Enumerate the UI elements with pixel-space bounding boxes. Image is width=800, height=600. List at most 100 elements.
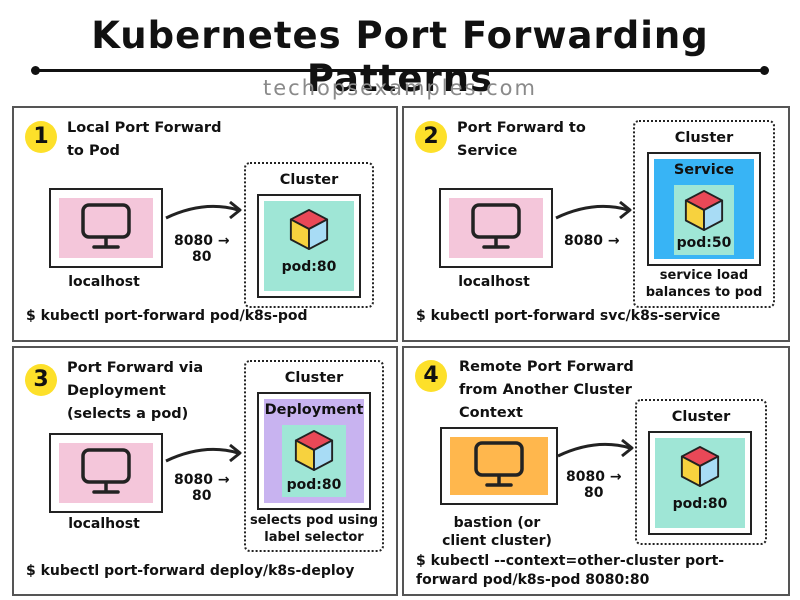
cluster-label: Cluster <box>674 130 734 146</box>
cluster-box: Cluster Deployment pod:80 selects pod us… <box>244 360 384 552</box>
arrow-icon <box>165 443 242 463</box>
cluster-box: Cluster pod:80 <box>635 399 767 545</box>
deployment-note: selects pod using label selector <box>246 512 382 546</box>
cluster-label: Cluster <box>284 370 344 386</box>
localhost-monitor <box>439 188 553 268</box>
kubectl-command: $ kubectl --context=other-cluster port- … <box>416 552 724 590</box>
panel-title-line: Remote Port Forward <box>459 359 634 375</box>
cluster-label: Cluster <box>279 172 339 188</box>
title-divider <box>36 69 764 72</box>
panel-title-line: Context <box>459 405 523 421</box>
port-line: 8080 → <box>174 233 230 249</box>
panel-title-line: Port Forward via <box>67 360 204 376</box>
arrow-icon <box>557 438 634 458</box>
source-label-line: client cluster) <box>442 533 552 549</box>
service-box: Service pod:50 <box>647 152 761 266</box>
cube-icon <box>684 189 724 231</box>
step-badge: 1 <box>25 121 57 153</box>
panel-title-line: (selects a pod) <box>67 406 189 422</box>
port-line: 8080 → <box>564 233 620 249</box>
pod-area: pod:80 <box>282 425 346 497</box>
panel-remote-port-forward: 4 Remote Port Forward from Another Clust… <box>402 346 790 596</box>
source-label: localhost <box>68 274 140 290</box>
port-mapping: 8080 → <box>564 233 620 249</box>
port-mapping: 8080 → 80 <box>174 233 230 265</box>
pod-area: pod:50 <box>674 185 734 255</box>
monitor-screen <box>450 437 548 495</box>
arrow-icon <box>165 200 242 220</box>
panel-local-port-forward-to-pod: 1 Local Port Forward to Pod localhost 80… <box>12 106 398 342</box>
service-note: service load balances to pod <box>635 267 773 301</box>
arrow-icon <box>555 200 632 220</box>
panel-title-line: Service <box>457 143 518 159</box>
source-label-line: bastion (or <box>453 515 541 531</box>
monitor-icon <box>471 203 521 249</box>
cluster-box: Cluster Service pod:50 service load bala… <box>633 120 775 308</box>
localhost-monitor <box>49 433 163 513</box>
cluster-label: Cluster <box>671 409 731 425</box>
monitor-screen <box>449 198 543 258</box>
pod-label: pod:80 <box>286 477 342 493</box>
monitor-icon <box>474 441 524 487</box>
bastion-monitor <box>440 427 558 505</box>
panel-title: Port Forward via Deployment (selects a p… <box>67 357 203 426</box>
monitor-screen <box>59 443 153 503</box>
monitor-icon <box>81 203 131 249</box>
pod-label: pod:80 <box>281 259 337 275</box>
note-line: balances to pod <box>645 285 763 300</box>
panel-port-forward-to-service: 2 Port Forward to Service localhost 8080… <box>402 106 790 342</box>
panel-title-line: Local Port Forward <box>67 120 222 136</box>
command-line: forward pod/k8s-pod 8080:80 <box>416 572 650 588</box>
cube-icon <box>289 208 329 250</box>
page-title: Kubernetes Port Forwarding Patterns <box>91 14 709 100</box>
kubectl-command: $ kubectl port-forward deploy/k8s-deploy <box>26 563 355 579</box>
deployment-label: Deployment <box>264 402 364 418</box>
deployment-box: Deployment pod:80 <box>257 392 371 510</box>
monitor-icon <box>81 448 131 494</box>
divider-dot-left <box>31 66 40 75</box>
port-line: 8080 → <box>566 469 622 485</box>
step-badge: 3 <box>25 364 57 396</box>
pod-label: pod:80 <box>672 496 728 512</box>
panel-title: Local Port Forward to Pod <box>67 117 221 163</box>
pod-box: pod:80 <box>648 431 752 535</box>
page-subtitle: techopsexamples.com <box>263 76 537 100</box>
panel-port-forward-via-deployment: 3 Port Forward via Deployment (selects a… <box>12 346 398 596</box>
source-label: localhost <box>458 274 530 290</box>
kubectl-command: $ kubectl port-forward svc/k8s-service <box>416 308 721 324</box>
pod-area: pod:80 <box>655 438 745 528</box>
panel-title: Remote Port Forward from Another Cluster… <box>459 356 634 425</box>
divider-dot-right <box>760 66 769 75</box>
port-mapping: 8080 → 80 <box>174 472 230 504</box>
cluster-box: Cluster pod:80 <box>244 162 374 308</box>
localhost-monitor <box>49 188 163 268</box>
command-line: $ kubectl --context=other-cluster port- <box>416 553 725 569</box>
panel-title-line: to Pod <box>67 143 120 159</box>
port-line: 80 <box>584 485 604 501</box>
panel-title-line: Port Forward to <box>457 120 586 136</box>
panel-title: Port Forward to Service <box>457 117 586 163</box>
panel-title-line: Deployment <box>67 383 166 399</box>
step-badge: 4 <box>415 360 447 392</box>
kubectl-command: $ kubectl port-forward pod/k8s-pod <box>26 308 308 324</box>
port-line: 80 <box>192 249 212 265</box>
step-badge: 2 <box>415 121 447 153</box>
panel-title-line: from Another Cluster <box>459 382 632 398</box>
pod-box: pod:80 <box>257 194 361 298</box>
note-line: label selector <box>264 530 364 545</box>
port-line: 80 <box>192 488 212 504</box>
note-line: selects pod using <box>249 513 379 528</box>
source-label: bastion (or client cluster) <box>434 514 560 550</box>
service-area: Service pod:50 <box>654 159 754 259</box>
note-line: service load <box>659 268 749 283</box>
source-label: localhost <box>68 516 140 532</box>
monitor-screen <box>59 198 153 258</box>
cube-icon <box>294 429 334 471</box>
port-line: 8080 → <box>174 472 230 488</box>
service-label: Service <box>673 162 735 178</box>
pod-label: pod:50 <box>676 235 732 251</box>
cube-icon <box>680 445 720 487</box>
pod-area: pod:80 <box>264 201 354 291</box>
port-mapping: 8080 → 80 <box>566 469 622 501</box>
deployment-area: Deployment pod:80 <box>264 399 364 503</box>
